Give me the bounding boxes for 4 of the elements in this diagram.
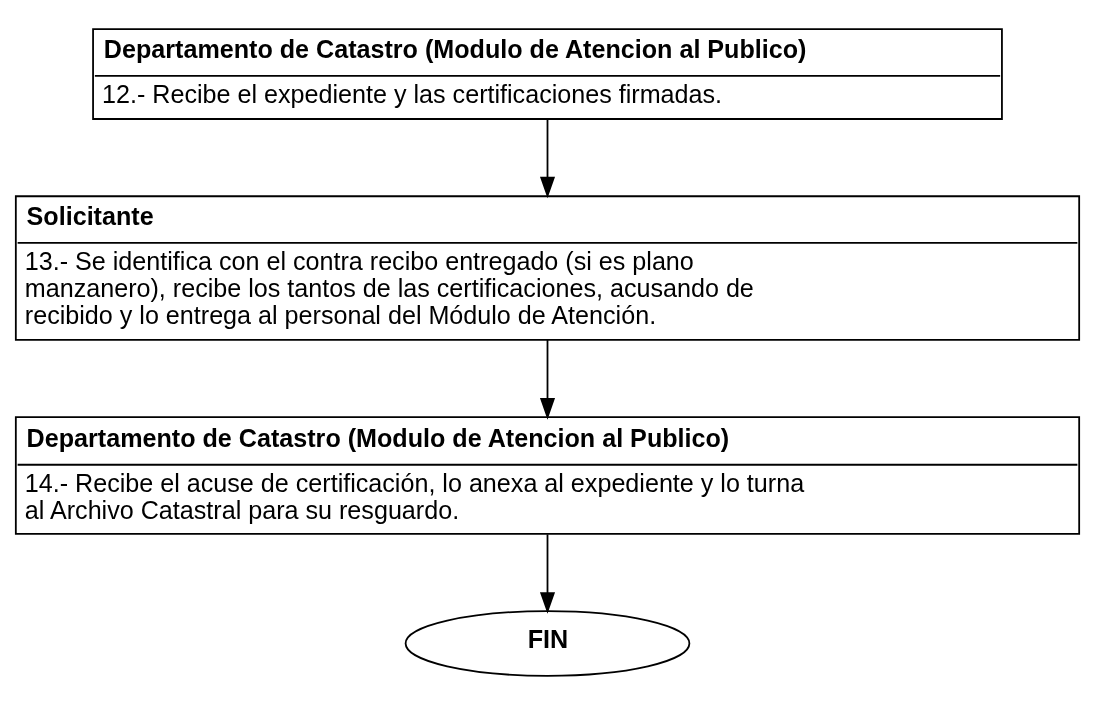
- arrow: [539, 532, 556, 614]
- arrow: [539, 117, 556, 198]
- node-ellipse: FIN: [404, 609, 691, 677]
- arrow: [539, 338, 556, 420]
